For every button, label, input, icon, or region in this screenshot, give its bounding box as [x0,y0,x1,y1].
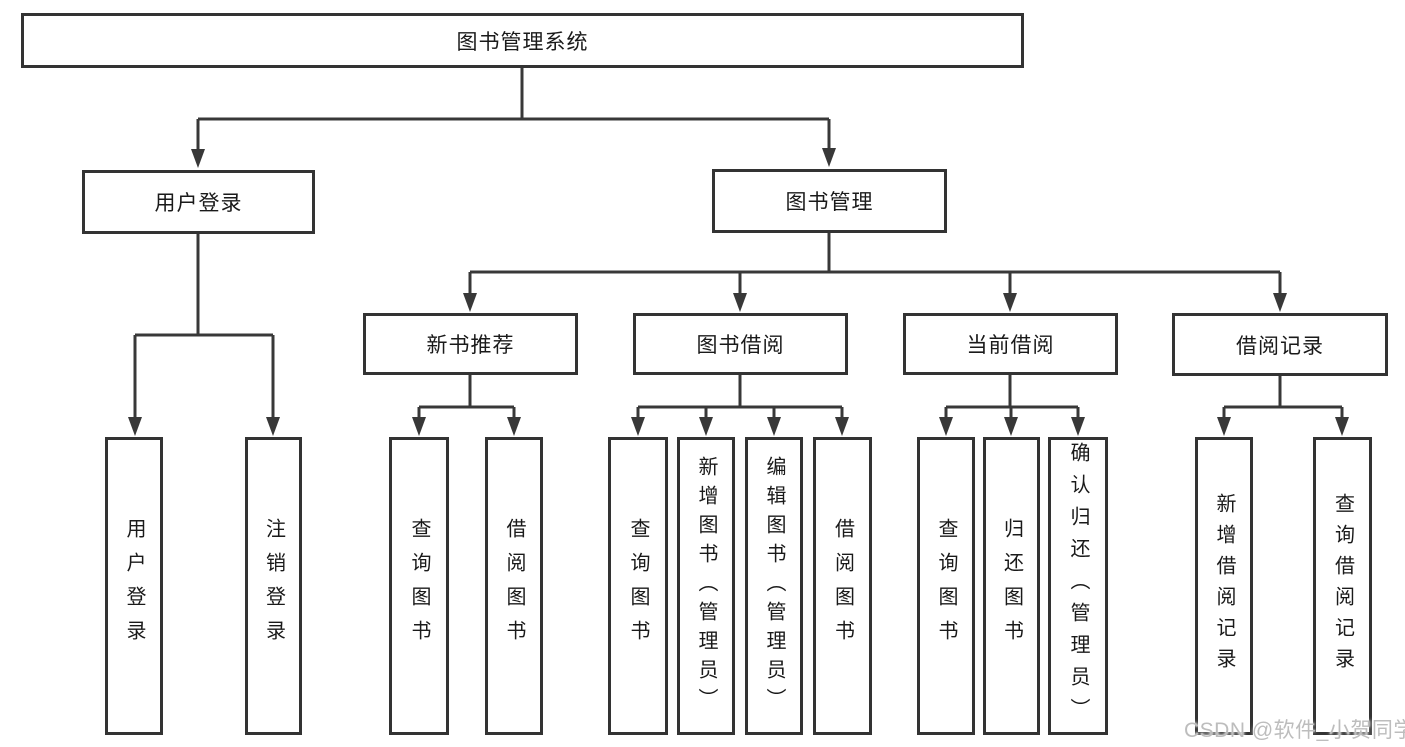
leaf-search-books: 查询图书 [389,437,449,735]
node-label: 新书推荐 [426,334,515,357]
leaf-logout: 注销登录 [245,437,302,735]
node-label: 查询借阅记录 [1331,493,1354,679]
node-book-management: 图书管理 [712,169,947,233]
node-label: 图书借阅 [696,334,785,357]
node-library-system: 图书管理系统 [21,13,1024,68]
node-label: 编辑图书（管理员） [763,455,785,717]
node-current-borrowing: 当前借阅 [903,313,1118,375]
node-label: 新增图书（管理员） [695,455,717,717]
node-book-borrowing: 图书借阅 [633,313,848,375]
node-label: 图书管理 [785,191,874,214]
node-label: 借阅图书 [503,518,525,654]
node-label: 查询图书 [935,518,957,654]
node-label: 用户登录 [154,192,243,215]
node-label: 归还图书 [1000,518,1023,654]
node-new-book-recommendation: 新书推荐 [363,313,578,375]
node-label: 借阅图书 [831,518,854,654]
leaf-edit-book-admin: 编辑图书（管理员） [745,437,803,735]
csdn-watermark: CSDN @软件_小贺同学 [1184,719,1405,742]
node-borrowing-records: 借阅记录 [1172,313,1388,376]
node-label: 借阅记录 [1236,334,1324,358]
leaf-search-books: 查询图书 [608,437,668,735]
leaf-return-books: 归还图书 [983,437,1040,735]
node-user-login: 用户登录 [82,170,315,234]
node-label: 查询图书 [408,518,430,654]
leaf-add-borrow-record: 新增借阅记录 [1195,437,1253,735]
leaf-confirm-return-admin: 确认归还（管理员） [1048,437,1108,735]
node-label: 查询图书 [627,518,649,654]
node-label: 用户登录 [123,518,145,654]
leaf-borrow-books: 借阅图书 [485,437,543,735]
leaf-borrow-books: 借阅图书 [813,437,872,735]
leaf-search-borrow-record: 查询借阅记录 [1313,437,1372,735]
node-label: 当前借阅 [966,334,1055,357]
leaf-add-book-admin: 新增图书（管理员） [677,437,735,735]
node-label: 图书管理系统 [456,30,589,54]
node-label: 确认归还（管理员） [1067,442,1089,730]
leaf-user-login: 用户登录 [105,437,163,735]
leaf-search-books: 查询图书 [917,437,975,735]
node-label: 注销登录 [262,518,285,654]
node-label: 新增借阅记录 [1213,493,1235,679]
